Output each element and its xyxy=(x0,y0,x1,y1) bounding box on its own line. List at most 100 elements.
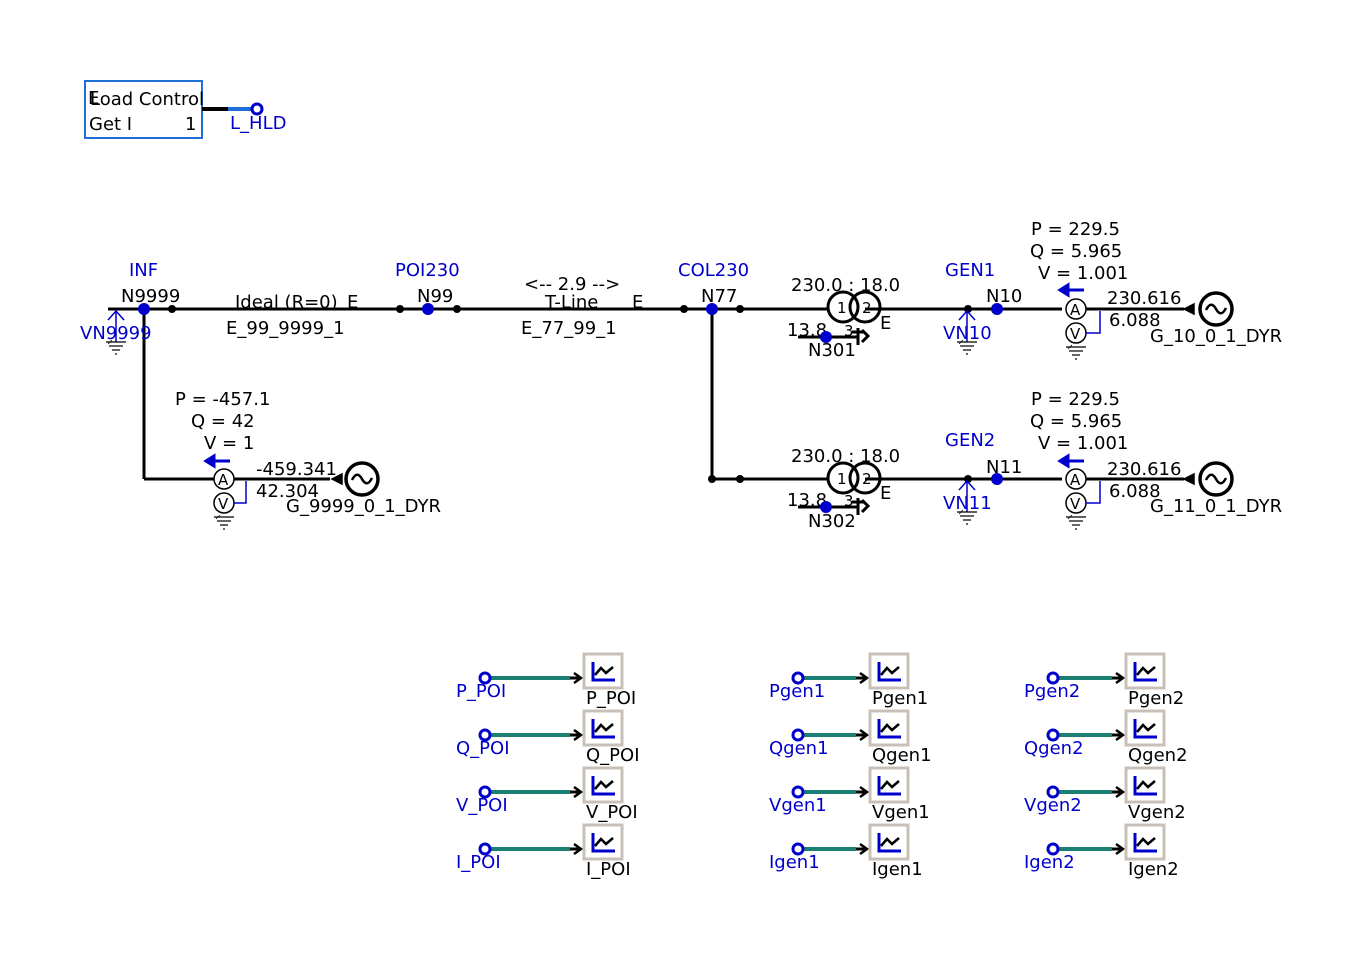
load-control-row-label: Get I xyxy=(89,114,132,135)
bus-gen1-dot[interactable] xyxy=(991,303,1003,315)
bus-inf-vm-node: VN9999 xyxy=(80,323,152,344)
arrow-head-icon xyxy=(1115,842,1126,856)
g10-q: Q = 5.965 xyxy=(1030,241,1122,262)
signal-source-node[interactable] xyxy=(478,785,492,799)
load-control-node[interactable] xyxy=(250,102,264,116)
g10-flow-p: 230.616 xyxy=(1107,288,1181,309)
plot-axes-icon xyxy=(1133,662,1157,682)
g10-voltmeter-symbol: V xyxy=(1070,325,1081,343)
arrow-head-icon xyxy=(573,728,584,742)
t2-tertiary-node-dot[interactable] xyxy=(820,501,832,513)
g11-flow-arrow-icon xyxy=(1057,453,1084,469)
signal-source-node[interactable] xyxy=(1046,728,1060,742)
g11-name: G_11_0_1_DYR xyxy=(1150,496,1282,517)
t1-w2: 2 xyxy=(862,299,872,317)
g11-v: V = 1.001 xyxy=(1038,433,1128,454)
line-tline-label: T-Line xyxy=(544,292,598,313)
signal-source-node[interactable] xyxy=(791,728,805,742)
bus-gen1-label: GEN1 xyxy=(945,260,995,281)
arrow-head-icon xyxy=(859,842,870,856)
plot-trace-icon xyxy=(1136,780,1156,790)
signal-label: Vgen2 xyxy=(1024,795,1082,816)
ground-icon xyxy=(213,514,235,530)
signal-label: Q_POI xyxy=(456,738,510,759)
g11-p: P = 229.5 xyxy=(1031,389,1120,410)
signal-source-node[interactable] xyxy=(791,671,805,685)
g11-flow-q: 6.088 xyxy=(1109,481,1161,502)
plot-label: Igen1 xyxy=(872,859,923,880)
signal-source-node[interactable] xyxy=(478,728,492,742)
plot-label: V_POI xyxy=(586,802,638,823)
arrow-head-icon xyxy=(859,728,870,742)
bus-inf-node: N9999 xyxy=(121,286,180,307)
arrow-head-icon xyxy=(1115,728,1126,742)
arrow-head-icon xyxy=(573,671,584,685)
bus-inf-dot[interactable] xyxy=(138,303,150,315)
line-ideal-label: Ideal (R=0) xyxy=(235,292,338,313)
t2-w3: 3 xyxy=(844,492,854,510)
plot-label: Igen2 xyxy=(1128,859,1179,880)
g9999-name: G_9999_0_1_DYR xyxy=(286,496,441,517)
signal-source-node[interactable] xyxy=(791,842,805,856)
g9999-flow-p: -459.341 xyxy=(256,459,337,480)
g9999-ammeter-icon xyxy=(213,468,235,490)
bus-col230-label: COL230 xyxy=(678,260,749,281)
arrow-head-icon xyxy=(573,842,584,856)
g10-v: V = 1.001 xyxy=(1038,263,1128,284)
line-tline-id: E_77_99_1 xyxy=(521,318,617,339)
t1-tertiary-node: N301 xyxy=(808,340,856,361)
plot-axes-icon xyxy=(591,662,615,682)
bus-gen1-vm-node: VN10 xyxy=(943,323,992,344)
signal-source-node[interactable] xyxy=(478,671,492,685)
bus-col230-dot[interactable] xyxy=(706,303,718,315)
bus-poi230-dot[interactable] xyxy=(422,303,434,315)
signal-label: Pgen1 xyxy=(769,681,825,702)
main-wires xyxy=(108,307,1062,481)
plot-label: P_POI xyxy=(586,688,636,709)
plot-trace-icon xyxy=(880,666,900,676)
load-control-block[interactable]: E Load Control Get I 1 xyxy=(84,80,204,139)
plot-label: I_POI xyxy=(586,859,631,880)
signal-source-node[interactable] xyxy=(1046,785,1060,799)
bus-inf-label: INF xyxy=(129,260,158,281)
load-control-title: Load Control xyxy=(90,89,204,110)
signal-source-node[interactable] xyxy=(791,785,805,799)
t1-ratio: 230.0 : 18.0 xyxy=(791,275,900,296)
signal-source-node[interactable] xyxy=(1046,842,1060,856)
load-control-node-label: L_HLD xyxy=(230,113,286,134)
plot-label: Vgen1 xyxy=(872,802,930,823)
t2-ratio: 230.0 : 18.0 xyxy=(791,446,900,467)
t1-tertiary-node-dot[interactable] xyxy=(820,331,832,343)
generator-g10[interactable]: P = 229.5 Q = 5.965 V = 1.001 A V 230.61… xyxy=(1030,219,1282,360)
plot-axes-icon xyxy=(591,833,615,853)
bus-gen2-node: N11 xyxy=(986,457,1022,478)
plot-trace-icon xyxy=(880,780,900,790)
generator-g9999[interactable]: P = -457.1 Q = 42 V = 1 A V -459.341 42.… xyxy=(175,389,441,530)
plot-axes-icon xyxy=(591,719,615,739)
arrow-head-icon xyxy=(1115,785,1126,799)
g9999-p: P = -457.1 xyxy=(175,389,270,410)
transformer-1[interactable]: 230.0 : 18.0 1 2 3 E 13.8 N301 xyxy=(787,275,900,361)
t1-end-marker: E xyxy=(880,313,891,334)
signal-source-node[interactable] xyxy=(478,842,492,856)
signal-source-node[interactable] xyxy=(1046,671,1060,685)
generator-g11[interactable]: P = 229.5 Q = 5.965 V = 1.001 A V 230.61… xyxy=(1030,389,1282,530)
t2-tertiary-node: N302 xyxy=(808,511,856,532)
transformer-2[interactable]: 230.0 : 18.0 1 2 3 E 13.8 N302 xyxy=(787,446,900,532)
bus-gen2-dot[interactable] xyxy=(991,473,1003,485)
arrow-head-icon xyxy=(573,785,584,799)
t2-tertiary-v: 13.8 xyxy=(787,490,827,511)
